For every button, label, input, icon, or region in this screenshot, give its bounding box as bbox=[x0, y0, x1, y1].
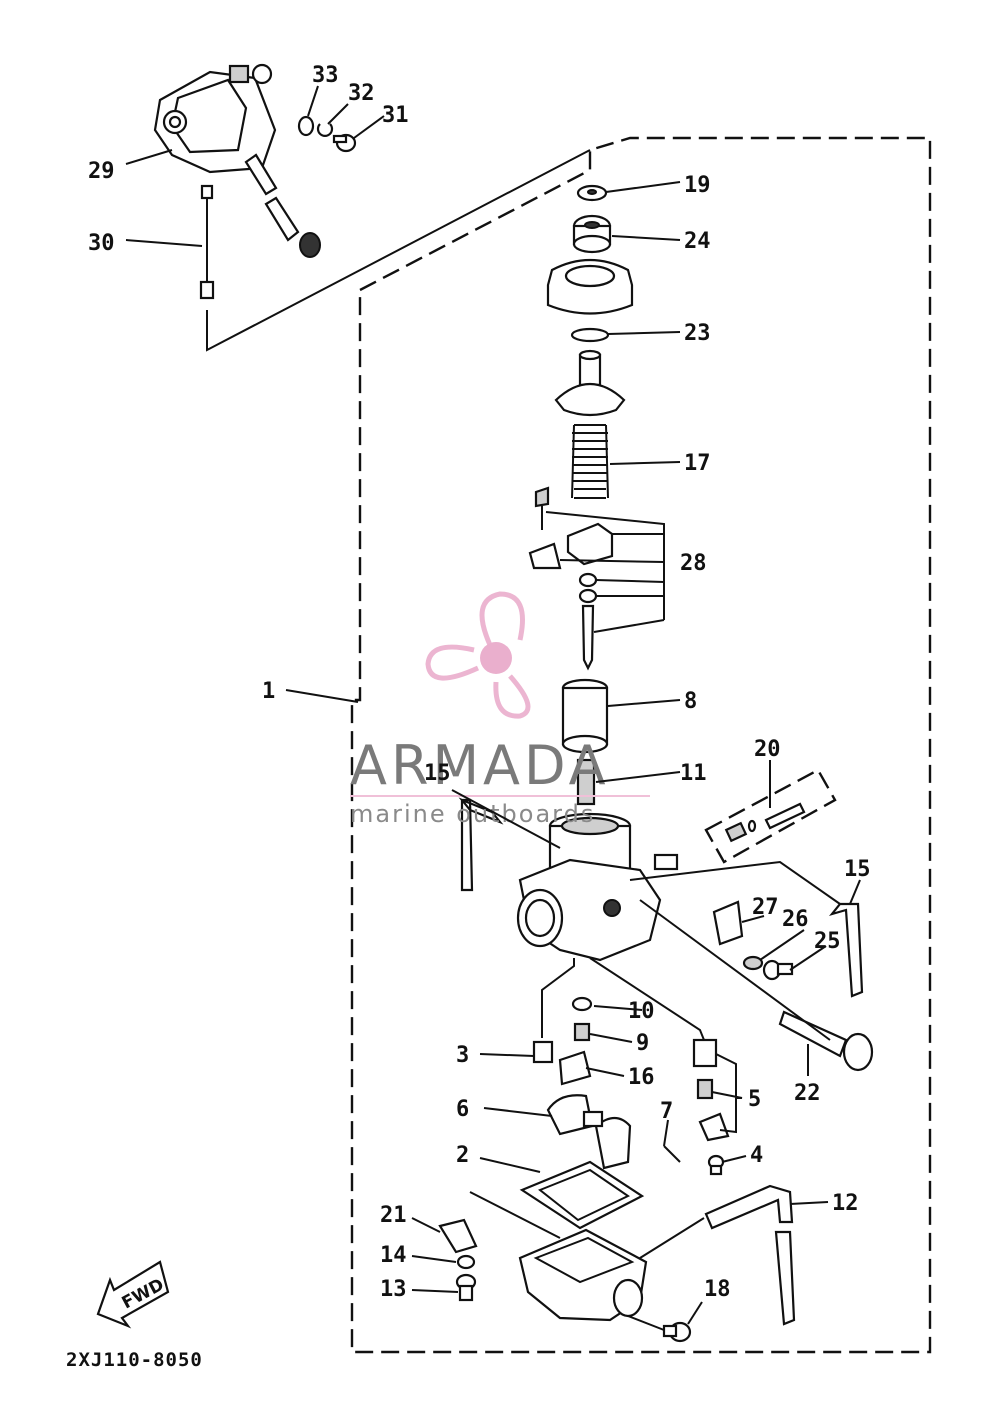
throttle-housing bbox=[153, 63, 321, 258]
callout: 16 bbox=[628, 1065, 655, 1090]
callout: 27 bbox=[752, 895, 779, 920]
choke-hardware bbox=[712, 900, 794, 981]
callout: 26 bbox=[782, 907, 809, 932]
callout: 15 bbox=[424, 761, 451, 786]
callout: 17 bbox=[684, 451, 711, 476]
part-code: 2XJ110-8050 bbox=[66, 1349, 203, 1371]
watermark-logo bbox=[425, 591, 531, 719]
callout: 9 bbox=[636, 1031, 649, 1056]
callout: 20 bbox=[754, 737, 781, 762]
bowl-screws bbox=[438, 1218, 478, 1302]
pilot-screw-box bbox=[704, 768, 837, 864]
callout: 19 bbox=[684, 173, 711, 198]
callout: 18 bbox=[704, 1277, 731, 1302]
callout: 28 bbox=[680, 551, 707, 576]
top-cap-parts bbox=[546, 184, 634, 343]
callout: 14 bbox=[380, 1243, 407, 1268]
throttle-cable bbox=[199, 184, 215, 300]
leader-lines bbox=[125, 85, 861, 1331]
callout: 12 bbox=[832, 1191, 859, 1216]
spring-assembly bbox=[554, 349, 626, 499]
callout: 24 bbox=[684, 229, 711, 254]
callout: 11 bbox=[680, 761, 707, 786]
callout: 31 bbox=[382, 103, 409, 128]
callout: 4 bbox=[750, 1143, 763, 1168]
link-line bbox=[206, 149, 591, 352]
callout: 32 bbox=[348, 81, 375, 106]
callout: 13 bbox=[380, 1277, 407, 1302]
callout: 29 bbox=[88, 159, 115, 184]
callout: 25 bbox=[814, 929, 841, 954]
vent-tube-left bbox=[458, 797, 504, 892]
float bbox=[546, 1094, 632, 1170]
callout: 10 bbox=[628, 999, 655, 1024]
callout: 5 bbox=[748, 1087, 761, 1112]
callout-labels: 33 32 31 29 30 19 24 23 17 28 1 8 11 15 … bbox=[88, 63, 871, 1302]
callout: 23 bbox=[684, 321, 711, 346]
jets-group bbox=[532, 996, 730, 1142]
callout: 8 bbox=[684, 689, 697, 714]
needle-jet bbox=[576, 758, 596, 806]
drain-hose bbox=[704, 1184, 794, 1230]
callout: 7 bbox=[660, 1099, 673, 1124]
callout: 21 bbox=[380, 1203, 407, 1228]
callout: 1 bbox=[262, 679, 275, 704]
gasket bbox=[519, 1160, 645, 1230]
assembly-frame bbox=[350, 136, 932, 1354]
callout: 22 bbox=[794, 1081, 821, 1106]
screw-18 bbox=[662, 1321, 692, 1343]
watermark-brand: ARMADA bbox=[350, 734, 610, 797]
callout: 2 bbox=[456, 1143, 469, 1168]
watermark-tagline: marine outboards bbox=[350, 800, 595, 828]
screw-4 bbox=[707, 1154, 725, 1176]
carburetor-body bbox=[516, 812, 679, 962]
callout: 33 bbox=[312, 63, 339, 88]
throttle-valve bbox=[561, 678, 609, 754]
callout: 30 bbox=[88, 231, 115, 256]
pilot-screw-set bbox=[724, 802, 806, 843]
float-pin bbox=[663, 1145, 681, 1163]
needle-clip-parts bbox=[528, 486, 614, 671]
fwd-arrow: FWD bbox=[96, 1260, 170, 1329]
small-hardware-top bbox=[297, 115, 357, 153]
callout: 3 bbox=[456, 1043, 469, 1068]
float-bowl bbox=[518, 1228, 648, 1322]
starter-plunger bbox=[778, 1010, 874, 1072]
callout: 15 bbox=[844, 857, 871, 882]
callout: 6 bbox=[456, 1097, 469, 1122]
vent-tube-right bbox=[828, 902, 864, 998]
